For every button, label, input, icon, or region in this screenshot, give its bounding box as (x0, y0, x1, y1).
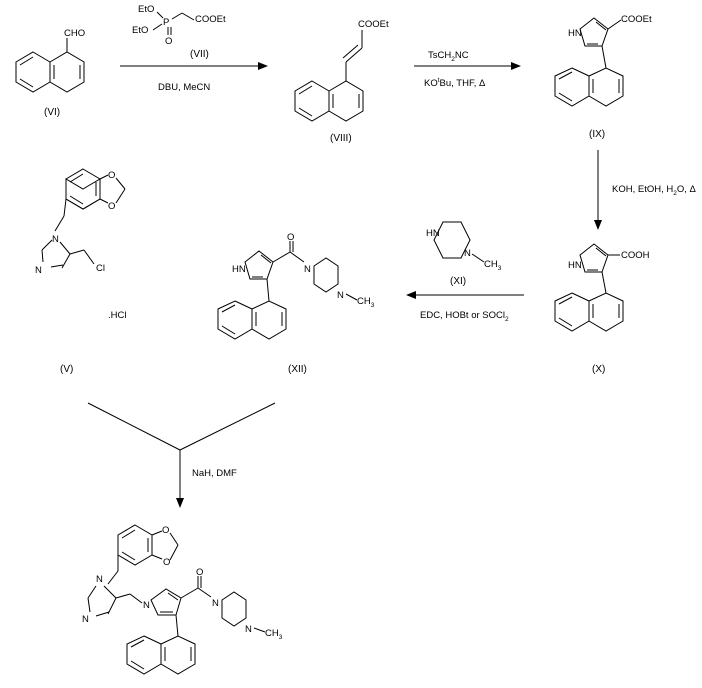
phosphoryl-oxygen: O (165, 36, 172, 47)
cooet-group: COOEt (621, 14, 652, 25)
label-ix: (IX) (589, 129, 605, 140)
compound-vii: EtO EtO P O COOEt (VII) (132, 4, 226, 60)
piperazine-nh: HN (426, 228, 440, 239)
dioxole-o1: O (162, 525, 169, 536)
carbonyl-o: O (287, 232, 294, 243)
imidazole-n2: N (35, 265, 42, 276)
compound-v: O O N N Cl .HCl (V) (35, 168, 126, 375)
pyrrole-n: N (143, 600, 150, 611)
reagent-step2-top: TsCH2NC (428, 50, 469, 63)
label-x: (X) (592, 364, 605, 375)
arrow-step4: EDC, HOBt or SOCl2 (406, 291, 524, 323)
reagents-step4: EDC, HOBt or SOCl2 (420, 310, 509, 323)
reagents-step3: KOH, EtOH, H2O, Δ (612, 184, 697, 197)
label-xii: (XII) (288, 364, 307, 375)
reagents-step1: DBU, MeCN (158, 82, 210, 93)
naphthalene-ring (554, 292, 624, 332)
naphthalene-ring (217, 300, 287, 340)
label-vii: (VII) (190, 49, 209, 60)
cooet-group: COOEt (358, 19, 389, 30)
imidazole-ring (41, 239, 71, 269)
benzodioxole-ring: O O (117, 524, 179, 568)
cooet-group: COOEt (195, 14, 226, 25)
carbonyl-o: O (196, 567, 203, 578)
piperazine-n1: N (212, 598, 219, 609)
final-product: O O N N N O N N CH3 (82, 524, 283, 675)
label-vi: (VI) (44, 107, 60, 118)
pyrrole-nh: HN (232, 264, 246, 275)
label-viii: (VIII) (330, 133, 352, 144)
pyrrole-ring (244, 250, 274, 280)
arrow-step2: TsCH2NC KOtBu, THF, Δ (414, 50, 521, 89)
label-v: (V) (60, 364, 73, 375)
reagents-step5: NaH, DMF (192, 468, 237, 479)
pyrrole-nh: HN (568, 28, 582, 39)
dioxole-o2: O (163, 557, 170, 568)
label-xi: (XI) (450, 276, 466, 287)
naphthalene-ring (294, 80, 364, 122)
dioxole-o1: O (108, 170, 115, 181)
arrow-step3: KOH, EtOH, H2O, Δ (594, 150, 697, 230)
benzodioxole-ring: O O (65, 168, 126, 212)
piperazine-n: N (464, 248, 471, 259)
eto-2: EtO (132, 25, 148, 36)
pyrrole-ring (579, 17, 609, 47)
dioxole-o2: O (108, 201, 115, 212)
methyl-group: CH3 (484, 259, 502, 272)
compound-xii: HN O N N CH3 (XII) (217, 232, 375, 375)
naphthalene-ring (15, 51, 85, 93)
naphthalene-ring (126, 635, 196, 675)
piperazine-n2: N (245, 624, 252, 635)
pyrrole-ring (150, 588, 182, 616)
methyl-group: CH3 (265, 628, 283, 641)
pyrrole-ring (579, 243, 609, 273)
compound-ix: HN COOEt (IX) (554, 14, 652, 140)
naphthalene-ring (554, 67, 624, 107)
piperazine-n1: N (304, 264, 311, 275)
reagent-step2-bottom: KOtBu, THF, Δ (424, 77, 486, 89)
compound-xi: HN N CH3 (XI) (426, 221, 502, 287)
arrow-step1: DBU, MeCN (120, 62, 268, 93)
eto-1: EtO (138, 4, 154, 15)
cooh-group: COOH (621, 250, 650, 261)
piperazine-n2: N (337, 290, 344, 301)
chloro-group: Cl (96, 263, 105, 274)
pyrrole-nh: HN (568, 260, 582, 271)
cho-group: CHO (64, 28, 85, 39)
hcl-salt: .HCl (108, 310, 126, 321)
imidazole-n1: N (96, 574, 103, 585)
imidazole-ring (87, 585, 117, 617)
compound-x: HN COOH (X) (554, 243, 650, 375)
phosphorus: P (163, 17, 169, 28)
arrow-step5: NaH, DMF (87, 402, 276, 508)
methyl-group: CH3 (357, 296, 375, 309)
compound-viii: COOEt (VIII) (294, 19, 389, 144)
compound-vi: CHO (VI) (15, 28, 85, 118)
imidazole-n1: N (52, 234, 59, 245)
imidazole-n2: N (82, 614, 89, 625)
